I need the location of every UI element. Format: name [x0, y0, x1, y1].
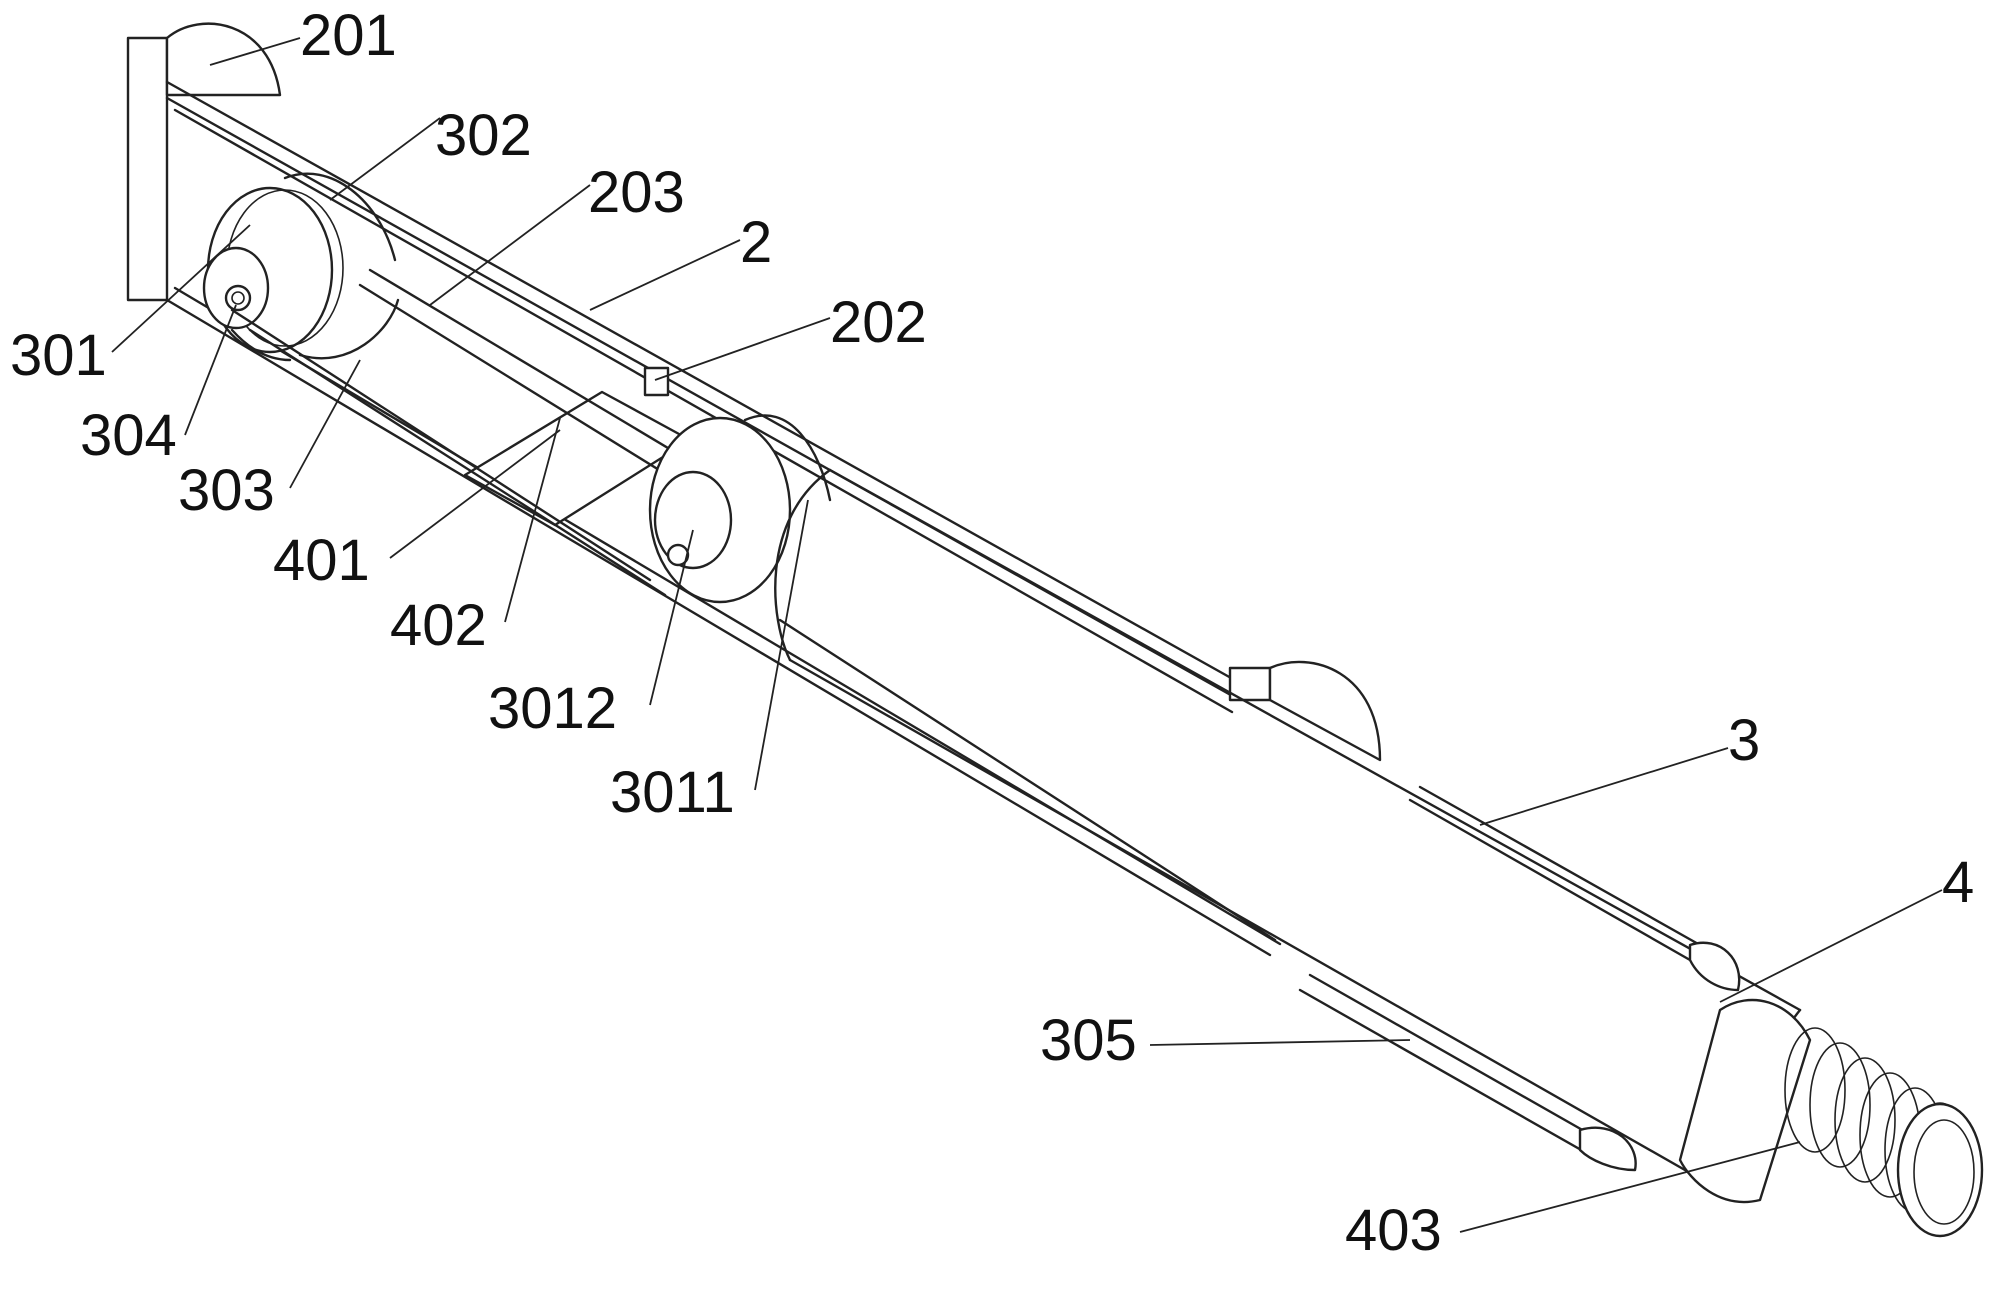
main-tube	[774, 468, 1802, 1192]
pulley-assembly	[202, 172, 832, 604]
label-302: 302	[435, 103, 532, 168]
label-3011: 3011	[610, 760, 735, 825]
label-4: 4	[1942, 850, 1974, 915]
label-401: 401	[273, 528, 370, 593]
nozzle-end	[1678, 998, 1984, 1238]
label-201: 201	[300, 3, 397, 68]
label-303: 303	[178, 458, 275, 523]
label-203: 203	[588, 160, 685, 225]
label-2: 2	[740, 210, 772, 275]
label-301: 301	[10, 323, 107, 388]
label-3012: 3012	[488, 676, 617, 741]
label-202: 202	[830, 290, 927, 355]
label-403: 403	[1345, 1198, 1442, 1263]
reference-labels: 201 302 203 2 202 301 304 303 401 402 30…	[10, 3, 1974, 1263]
label-304: 304	[80, 403, 177, 468]
label-3: 3	[1728, 708, 1760, 773]
label-402: 402	[390, 593, 487, 658]
label-305: 305	[1040, 1008, 1137, 1073]
leader-lines	[111, 37, 1943, 1233]
